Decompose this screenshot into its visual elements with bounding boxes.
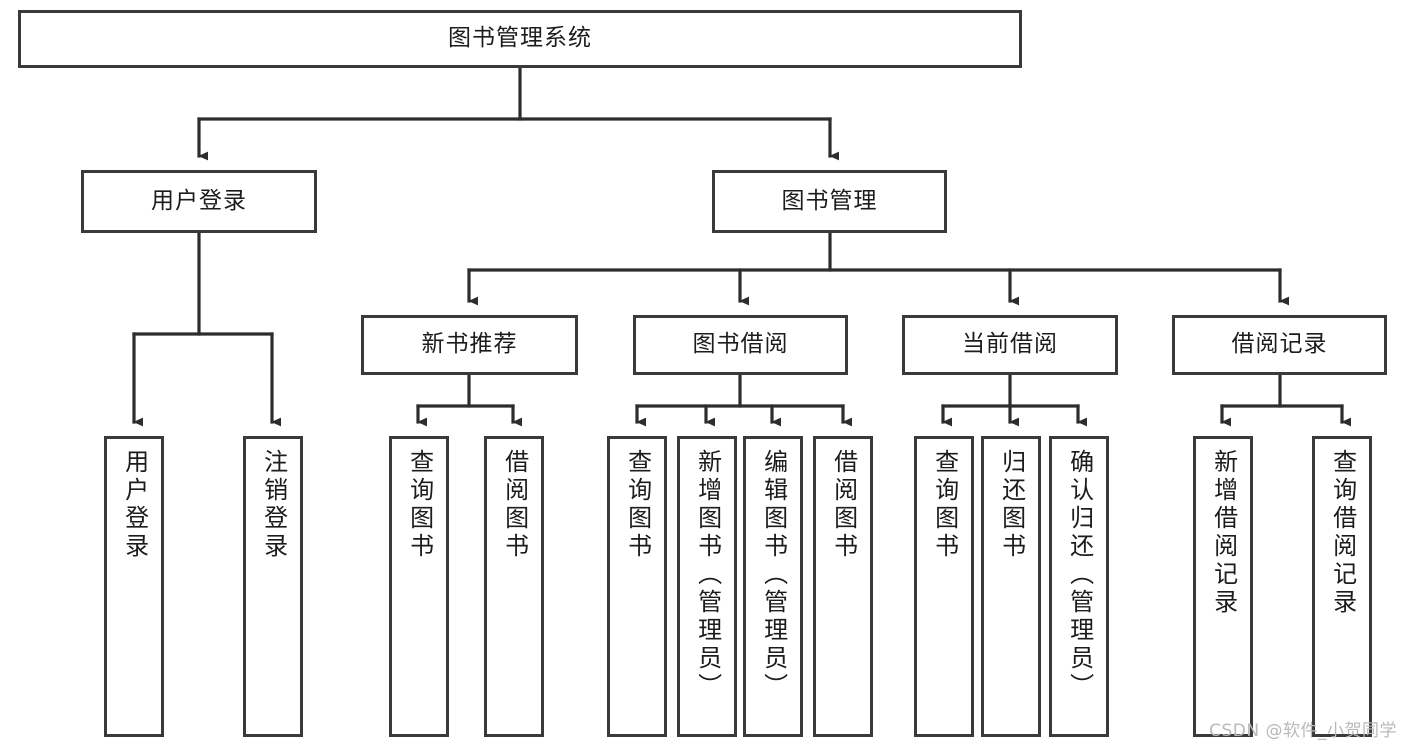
node-leaf-bb-add[interactable]: 新增图书（管理员）	[677, 436, 737, 737]
node-leaf-br-query[interactable]: 查询借阅记录	[1312, 436, 1372, 737]
node-leaf-cb-return[interactable]: 归还图书	[981, 436, 1041, 737]
node-leaf-br-add-label: 新增借阅记录	[1209, 449, 1238, 617]
node-leaf-rec-borrow-label: 借阅图书	[500, 449, 529, 561]
node-leaf-br-add[interactable]: 新增借阅记录	[1193, 436, 1253, 737]
node-borrow-record[interactable]: 借阅记录	[1172, 315, 1387, 375]
node-book-borrow-label: 图书借阅	[692, 331, 789, 358]
node-leaf-rec-query[interactable]: 查询图书	[389, 436, 449, 737]
node-leaf-bb-query-label: 查询图书	[623, 449, 652, 561]
node-leaf-bb-query[interactable]: 查询图书	[607, 436, 667, 737]
node-user-login[interactable]: 用户登录	[81, 170, 317, 233]
node-leaf-rec-query-label: 查询图书	[405, 449, 434, 561]
node-leaf-cb-return-label: 归还图书	[997, 449, 1026, 561]
node-leaf-br-query-label: 查询借阅记录	[1328, 449, 1357, 617]
node-root[interactable]: 图书管理系统	[18, 10, 1022, 68]
node-leaf-bb-borrow[interactable]: 借阅图书	[813, 436, 873, 737]
node-current-borrow-label: 当前借阅	[962, 331, 1058, 358]
node-leaf-user-login[interactable]: 用户登录	[104, 436, 164, 737]
watermark: CSDN @软件_小贺同学	[1209, 721, 1397, 741]
node-new-book-rec-label: 新书推荐	[421, 331, 518, 358]
node-book-manage[interactable]: 图书管理	[712, 170, 947, 233]
node-leaf-cb-confirm-label: 确认归还（管理员）	[1065, 449, 1094, 701]
node-leaf-bb-edit-label: 编辑图书（管理员）	[759, 449, 788, 701]
node-user-login-label: 用户登录	[151, 187, 247, 214]
node-leaf-rec-borrow[interactable]: 借阅图书	[484, 436, 544, 737]
node-leaf-bb-add-label: 新增图书（管理员）	[693, 449, 722, 701]
node-new-book-rec[interactable]: 新书推荐	[361, 315, 578, 375]
node-leaf-cb-query-label: 查询图书	[930, 449, 959, 561]
node-leaf-cb-confirm[interactable]: 确认归还（管理员）	[1049, 436, 1109, 737]
node-borrow-record-label: 借阅记录	[1231, 331, 1328, 358]
node-leaf-bb-borrow-label: 借阅图书	[829, 449, 858, 561]
node-current-borrow[interactable]: 当前借阅	[902, 315, 1118, 375]
node-book-borrow[interactable]: 图书借阅	[633, 315, 848, 375]
node-leaf-cb-query[interactable]: 查询图书	[914, 436, 974, 737]
node-leaf-logout-label: 注销登录	[259, 449, 288, 561]
node-leaf-user-login-label: 用户登录	[120, 449, 149, 561]
node-leaf-logout[interactable]: 注销登录	[243, 436, 303, 737]
node-leaf-bb-edit[interactable]: 编辑图书（管理员）	[743, 436, 803, 737]
node-book-manage-label: 图书管理	[781, 187, 878, 214]
node-root-label: 图书管理系统	[448, 25, 592, 52]
